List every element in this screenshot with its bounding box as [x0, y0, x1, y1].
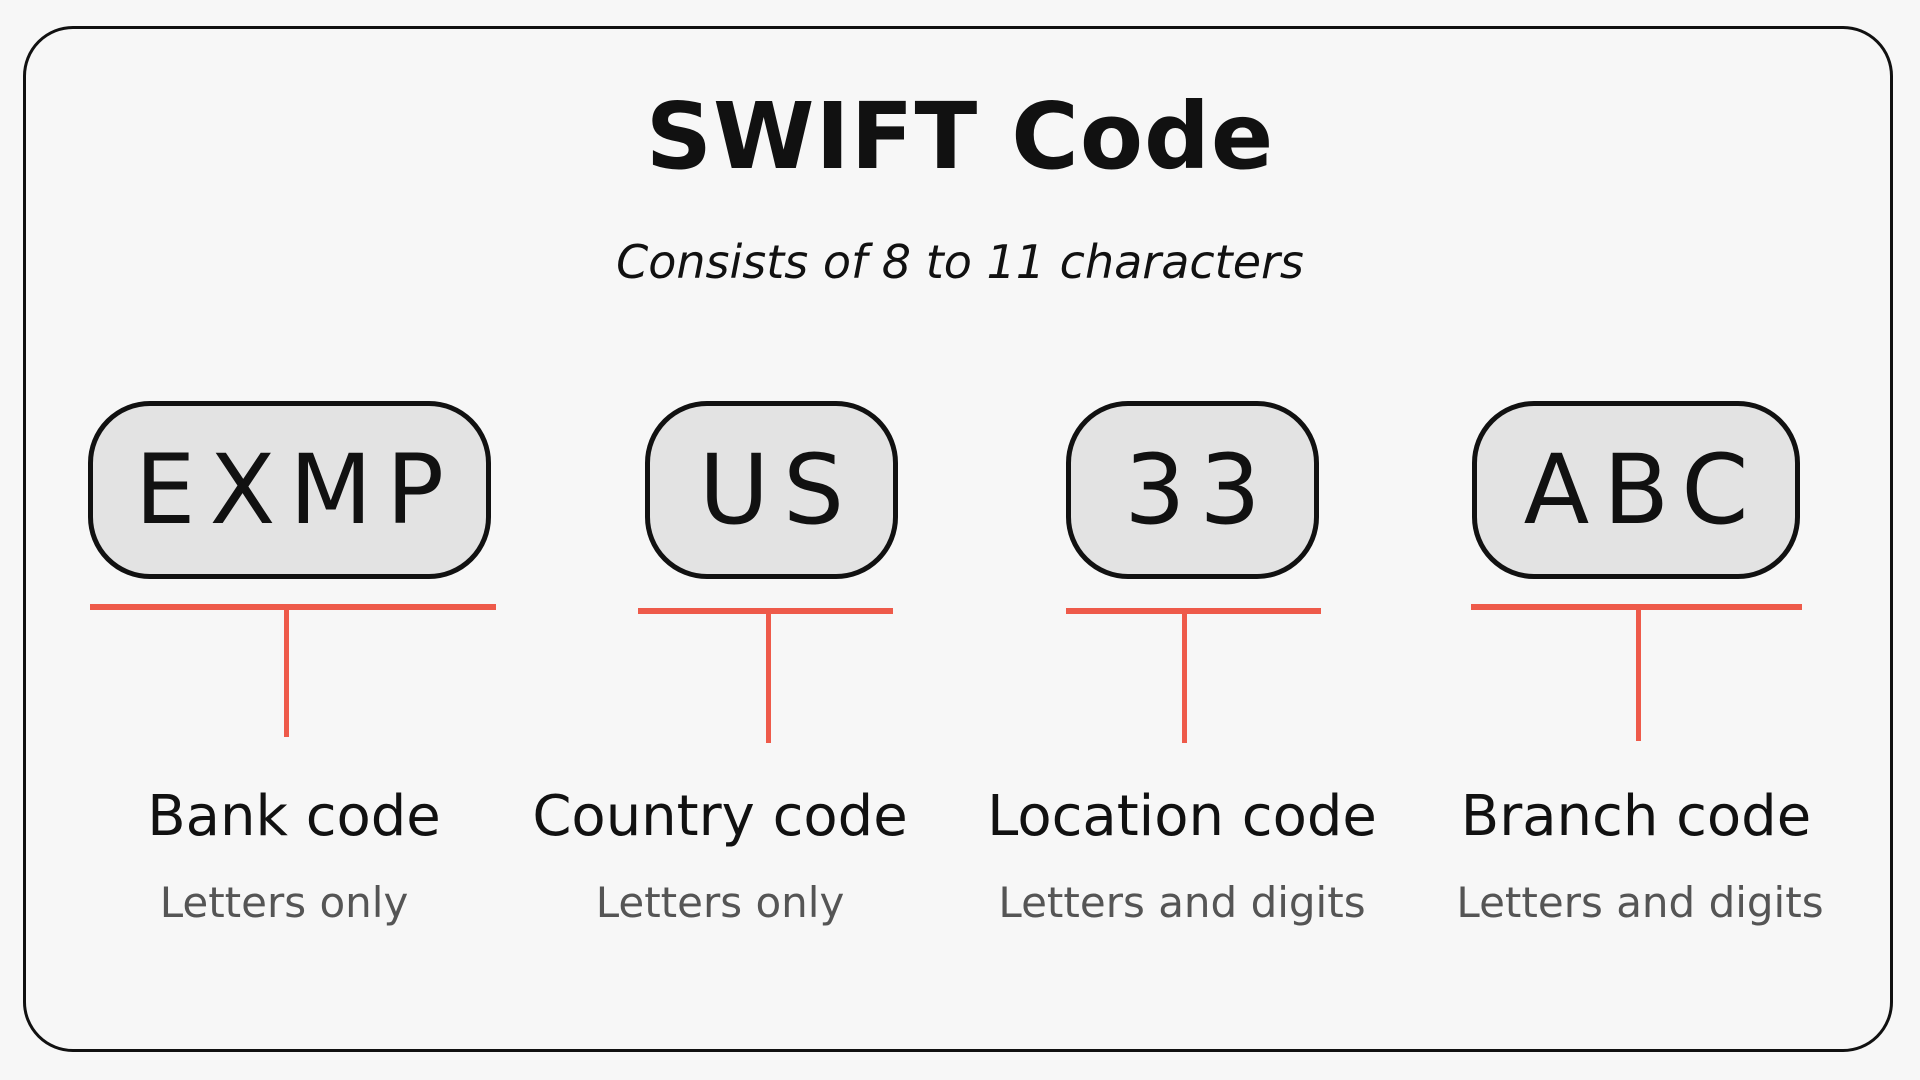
location-code-connector: [1182, 611, 1187, 743]
country-code-description: Letters only: [595, 878, 845, 927]
location-code-box: 33: [1066, 401, 1319, 579]
bank-code-bracket: [90, 604, 496, 610]
country-code-label: Country code: [532, 784, 908, 849]
branch-code-connector: [1636, 607, 1641, 741]
location-code-description: Letters and digits: [998, 878, 1366, 927]
bank-code-connector: [284, 607, 289, 737]
country-code-connector: [766, 611, 771, 743]
branch-code-box: ABC: [1472, 401, 1800, 579]
location-code-label: Location code: [987, 784, 1377, 849]
country-code-box: US: [645, 401, 898, 579]
diagram-title: SWIFT Code: [645, 83, 1275, 190]
branch-code-label: Branch code: [1460, 784, 1812, 849]
bank-code-description: Letters only: [159, 878, 409, 927]
country-code-bracket: [638, 608, 893, 614]
diagram-subtitle: Consists of 8 to 11 characters: [616, 235, 1304, 289]
bank-code-label: Bank code: [147, 784, 441, 849]
branch-code-description: Letters and digits: [1456, 878, 1824, 927]
bank-code-box: EXMP: [88, 401, 491, 579]
location-code-bracket: [1066, 608, 1321, 614]
